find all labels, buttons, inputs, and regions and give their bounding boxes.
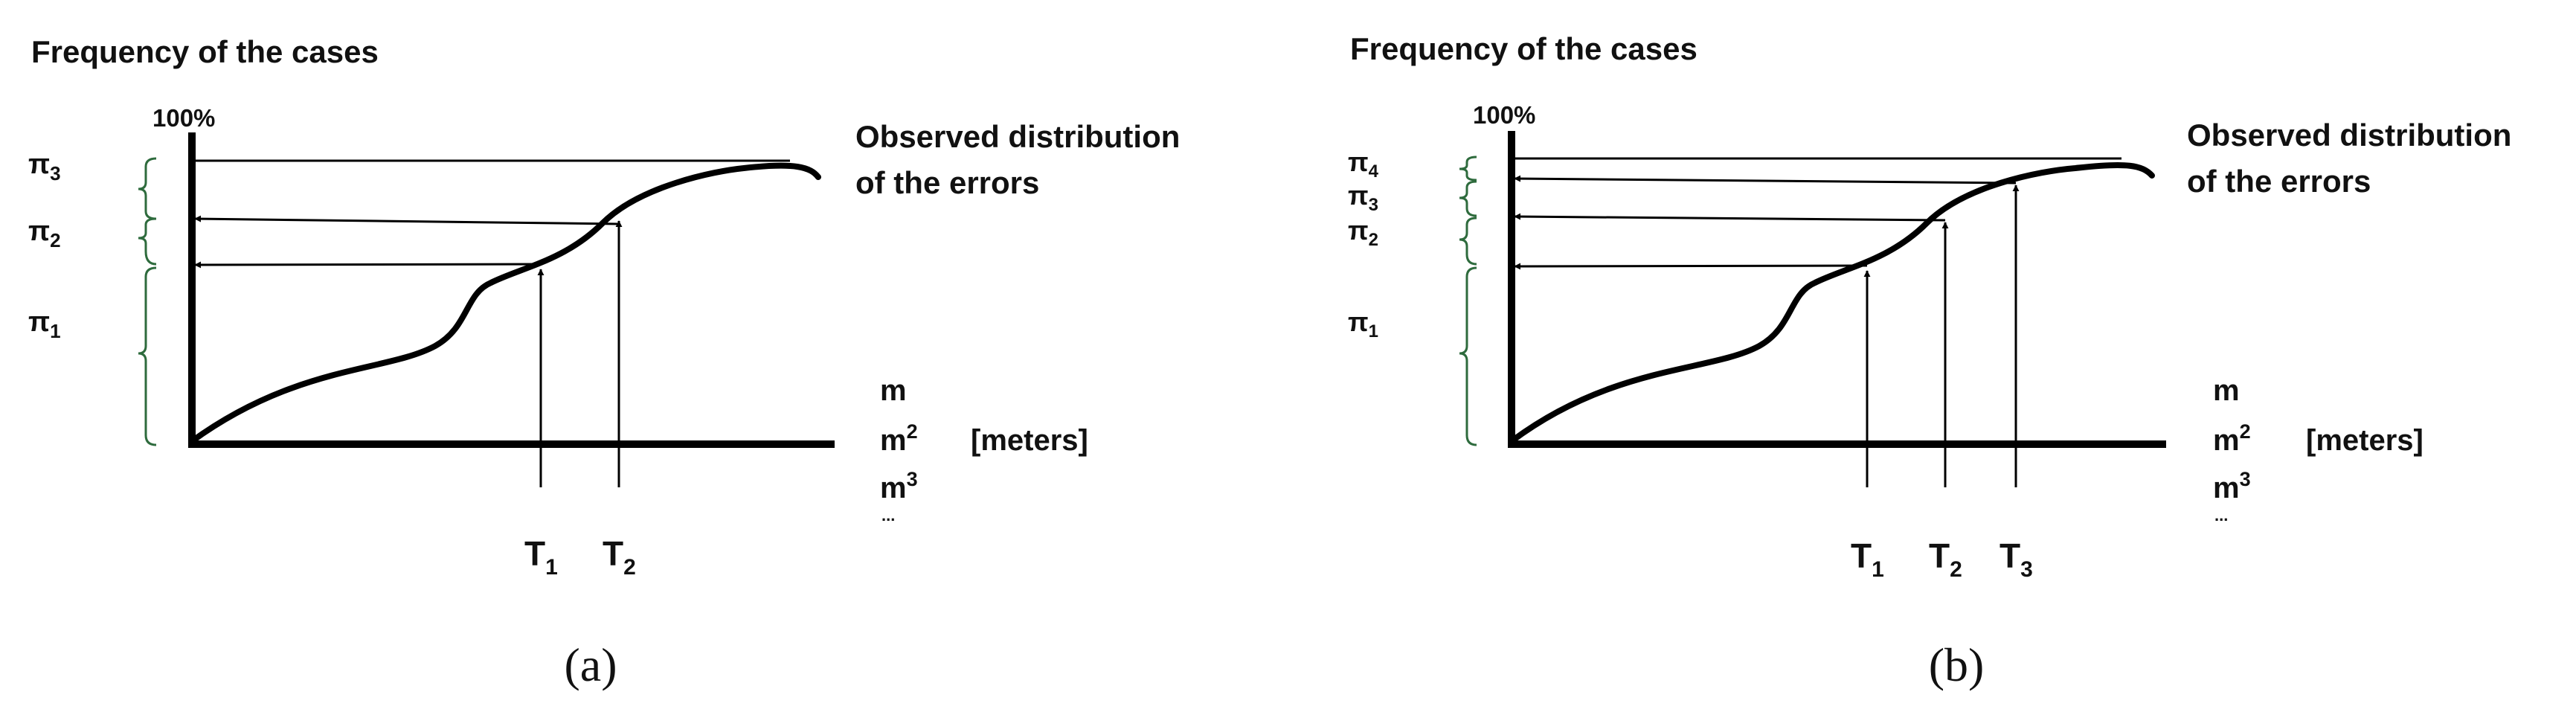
pi1-label: π1 (28, 307, 61, 342)
curve-label-line1: Observed distribution (855, 119, 1180, 154)
arrow-pi2-level (1514, 213, 1946, 222)
threshold-t2: T2 (1929, 536, 1962, 582)
unit-ellipsis: ... (2214, 506, 2228, 525)
y-axis-title: Frequency of the cases (1350, 31, 1697, 66)
brace-pi3 (1459, 180, 1477, 217)
brace-pi2 (1459, 217, 1477, 266)
panel-a: Frequency of the cases 100% π3 π2 π1 Obs… (28, 34, 1180, 691)
threshold-t1: T1 (1851, 536, 1884, 582)
y-axis-title: Frequency of the cases (31, 34, 379, 69)
unit-ellipsis: ... (881, 506, 895, 525)
arrow-pi3-level (1514, 175, 2017, 185)
unit-m3: m3 (880, 468, 918, 504)
distribution-curve (1509, 161, 2155, 444)
unit-m2: m2 (2213, 420, 2251, 457)
brace-pi1 (1459, 266, 1477, 446)
pi3-label: π3 (28, 149, 61, 185)
curve-label-line2: of the errors (855, 165, 1039, 200)
top-label-100-percent: 100% (152, 104, 215, 132)
unit-m: m (880, 374, 907, 407)
pi2-label: π2 (28, 216, 61, 251)
unit-m2: m2 (880, 420, 918, 457)
curve-label-line1: Observed distribution (2187, 118, 2511, 153)
pi2-label: π2 (1348, 215, 1378, 250)
curve-label-line2: of the errors (2187, 164, 2371, 199)
unit-m3: m3 (2213, 468, 2251, 504)
threshold-t1: T1 (524, 534, 558, 580)
threshold-t2: T2 (603, 534, 636, 580)
units-bracket: [meters] (2306, 424, 2424, 457)
brace-pi2 (138, 217, 157, 266)
pi1-label: π1 (1348, 307, 1378, 342)
top-label-100-percent: 100% (1473, 101, 1535, 129)
arrow-pi2-level (194, 215, 620, 225)
caption-a: (a) (564, 638, 617, 691)
pi3-label: π3 (1348, 180, 1378, 215)
units-bracket: [meters] (971, 424, 1088, 457)
distribution-curve (189, 162, 821, 444)
brace-pi3 (138, 157, 157, 220)
pi4-label: π4 (1348, 147, 1379, 182)
unit-m: m (2213, 374, 2240, 407)
brace-pi4 (1459, 155, 1477, 182)
arrow-pi1-level (194, 261, 542, 269)
panel-b: Frequency of the cases 100% π4 π3 π2 π1 … (1348, 31, 2511, 691)
threshold-t3: T3 (2000, 536, 2033, 582)
caption-b: (b) (1929, 638, 1985, 691)
brace-pi1 (138, 266, 157, 446)
